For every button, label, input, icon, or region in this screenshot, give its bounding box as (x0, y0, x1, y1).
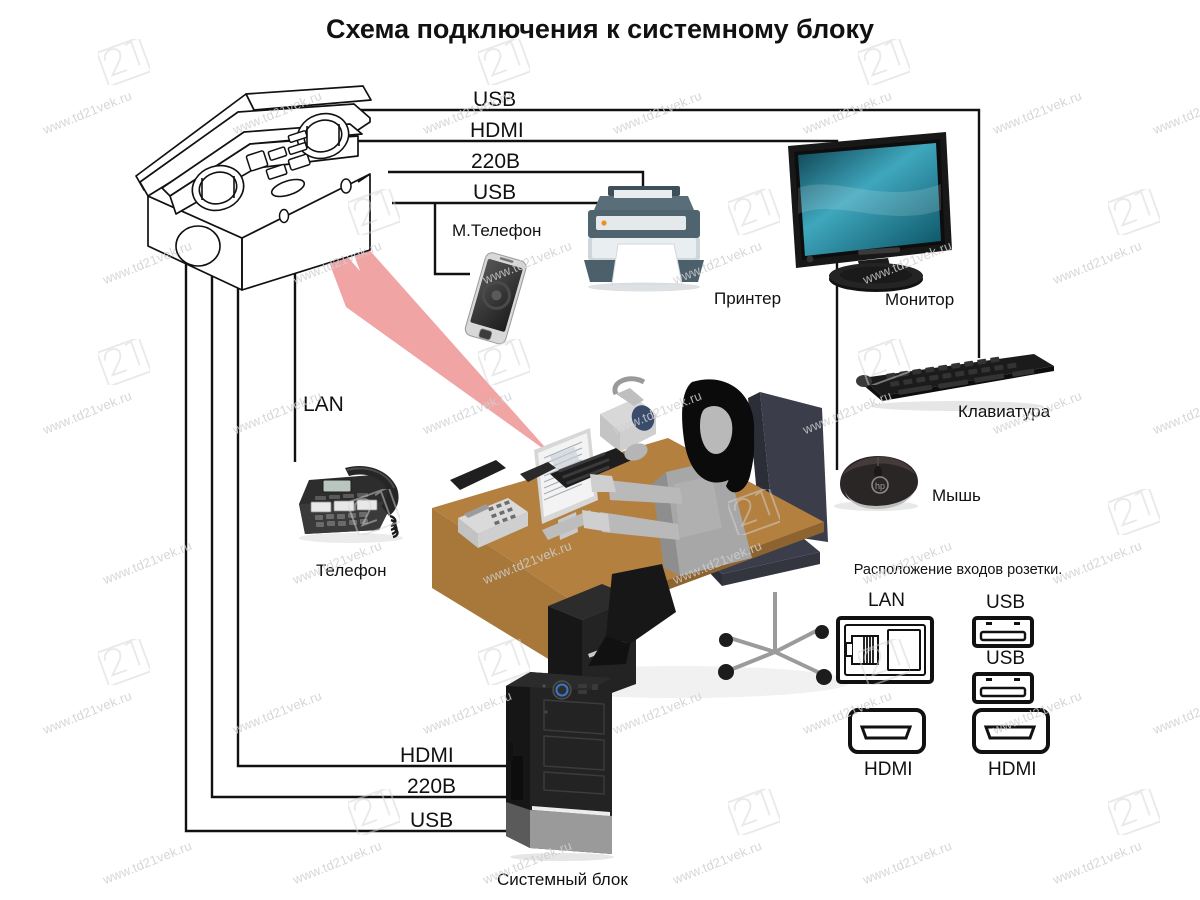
legend-port-usb-1 (972, 616, 1034, 653)
socket-layout-legend: Расположение входов розетки. (824, 562, 1092, 578)
wire-usb-keyboard (352, 108, 981, 358)
caption-monitor: Монитор (885, 290, 955, 309)
caption-printer: Принтер (714, 289, 782, 308)
page-title: Схема подключения к системному блоку (325, 14, 874, 44)
legend-title: Расположение входов розетки. (853, 562, 1063, 578)
printer-icon (578, 184, 708, 294)
desk-phone-icon (293, 458, 419, 544)
svg-text:hp: hp (875, 481, 885, 491)
desk-socket-box-icon (118, 78, 408, 293)
wire-label-usb-phone: USB (473, 181, 517, 204)
keyboard-icon (846, 348, 1058, 412)
caption-desk-phone: Телефон (316, 561, 387, 580)
mouse-icon: hp (824, 452, 928, 514)
caption-keyboard: Клавиатура (958, 402, 1051, 421)
legend-port-lan (836, 616, 934, 689)
wire-220v-tower (210, 245, 506, 799)
legend-label-hdmi-1: HDMI (864, 759, 913, 780)
mobile-phone-icon (462, 252, 534, 350)
caption-system-unit: Системный блок (497, 870, 628, 889)
legend-port-hdmi-2 (972, 708, 1050, 759)
wire-label-220v-top: 220В (471, 150, 521, 173)
pc-tower-icon (500, 660, 628, 861)
legend-label-usb-1: USB (986, 592, 1026, 613)
wire-label-hdmi-bottom: HDMI (400, 744, 454, 767)
monitor-icon (784, 128, 956, 292)
office-workplace-icon (430, 352, 850, 704)
pointer-arrow-icon (300, 215, 560, 465)
wire-usb-mobile-stub (433, 203, 470, 276)
wire-label-lan: LAN (303, 393, 344, 416)
wire-label-hdmi-top: HDMI (470, 119, 524, 142)
caption-mouse: Мышь (932, 486, 981, 505)
legend-label-usb-2: USB (986, 648, 1026, 669)
wire-label-220v-bottom: 220В (407, 775, 457, 798)
wire-hdmi-tower (236, 245, 506, 768)
legend-label-hdmi-2: HDMI (988, 759, 1037, 780)
wire-hdmi-monitor (345, 139, 839, 330)
legend-port-usb-2 (972, 672, 1034, 709)
caption-mobile-phone: М.Телефон (452, 221, 542, 240)
legend-port-hdmi-1 (848, 708, 926, 759)
wire-label-usb-bottom: USB (410, 809, 454, 832)
wire-label-usb-top: USB (473, 88, 517, 111)
legend-label-lan: LAN (868, 590, 905, 611)
